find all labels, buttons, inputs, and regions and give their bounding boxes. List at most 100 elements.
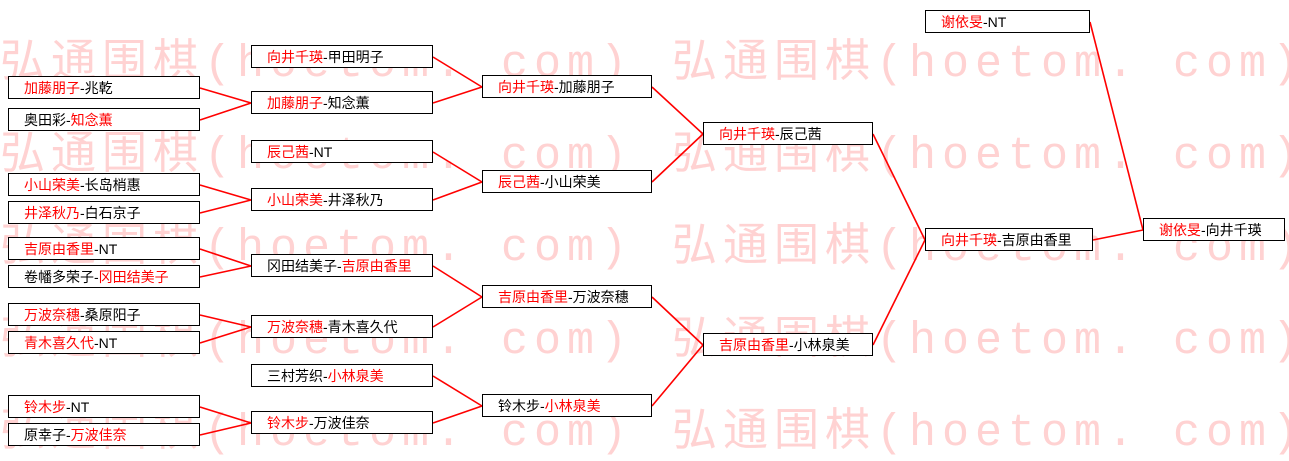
loser-name: 白石京子 xyxy=(84,204,141,221)
connector-line xyxy=(199,326,252,344)
watermark-text: 弘通围棋(hoetom. com) xyxy=(672,408,1289,459)
name-separator: - xyxy=(94,268,99,285)
connector-line xyxy=(432,375,483,407)
winner-name: 万波佳奈 xyxy=(70,426,127,443)
winner-name: 万波奈穗 xyxy=(267,318,323,335)
name-separator: - xyxy=(997,231,1002,248)
name-separator: - xyxy=(323,367,328,384)
loser-name: NT xyxy=(987,13,1007,30)
name-separator: - xyxy=(540,397,545,414)
connector-line xyxy=(199,406,252,424)
match-box-r1m7: 万波奈穗-桑原阳子 xyxy=(8,303,200,326)
loser-name: 铃木步 xyxy=(498,397,540,414)
match-box-r2m4: 小山荣美-井泽秋乃 xyxy=(251,188,433,211)
loser-name: 甲田明子 xyxy=(327,48,384,65)
name-separator: - xyxy=(775,125,780,142)
winner-name: 小林泉美 xyxy=(327,367,384,384)
loser-name: 青木喜久代 xyxy=(327,318,398,335)
loser-name: 卷幡多荣子 xyxy=(24,268,94,285)
name-separator: - xyxy=(80,306,85,323)
connector-line xyxy=(432,265,483,298)
loser-name: 原幸子 xyxy=(24,426,66,443)
winner-name: 小林泉美 xyxy=(544,397,601,414)
winner-name: 吉原由香里 xyxy=(498,288,568,305)
winner-name: 向井千瑛 xyxy=(941,231,997,248)
match-box-r3m1: 向井千瑛-加藤朋子 xyxy=(482,75,652,98)
winner-name: 吉原由香里 xyxy=(719,336,789,353)
match-box-r5m1: 向井千瑛-吉原由香里 xyxy=(925,228,1093,251)
loser-name: 长岛梢惠 xyxy=(84,176,141,193)
winner-name: 知念薫 xyxy=(70,111,113,128)
match-box-r2m7: 三村芳织-小林泉美 xyxy=(251,364,433,387)
loser-name: NT xyxy=(98,240,118,257)
connector-line xyxy=(199,102,252,121)
winner-name: 吉原由香里 xyxy=(24,240,94,257)
match-box-r1m1: 加藤朋子-兆乾 xyxy=(8,76,200,99)
name-separator: - xyxy=(80,204,85,221)
winner-name: 铃木步 xyxy=(24,398,66,415)
match-box-r2m3: 辰己茜-NT xyxy=(251,140,433,163)
name-separator: - xyxy=(309,143,314,160)
match-box-r3m2: 辰己茜-小山荣美 xyxy=(482,170,652,193)
connector-line xyxy=(872,133,926,241)
match-box-r2m5: 冈田结美子-吉原由香里 xyxy=(251,254,433,277)
connector-line xyxy=(432,181,483,201)
connector-line xyxy=(432,296,483,328)
match-box-holder: 谢依旻-NT xyxy=(925,10,1090,33)
winner-name: 谢依旻 xyxy=(941,13,983,30)
connector-line xyxy=(432,86,483,104)
connector-line xyxy=(651,344,704,407)
connector-line xyxy=(432,405,483,424)
name-separator: - xyxy=(1201,221,1206,238)
connector-line xyxy=(651,133,704,183)
loser-name: 小山荣美 xyxy=(544,173,601,190)
match-box-r3m3: 吉原由香里-万波奈穗 xyxy=(482,285,652,308)
name-separator: - xyxy=(337,257,342,274)
connector-line xyxy=(432,56,483,88)
winner-name: 铃木步 xyxy=(267,414,309,431)
connector-line xyxy=(651,296,704,346)
connector-line xyxy=(199,248,252,267)
name-separator: - xyxy=(66,426,71,443)
connector-line xyxy=(199,87,252,104)
loser-name: 三村芳织 xyxy=(267,367,323,384)
match-box-r4m1: 向井千瑛-辰己茜 xyxy=(703,122,873,145)
connector-line xyxy=(199,314,252,328)
winner-name: 小山荣美 xyxy=(24,176,80,193)
winner-name: 万波奈穗 xyxy=(24,306,80,323)
connector-line xyxy=(872,239,926,346)
winner-name: 向井千瑛 xyxy=(267,48,323,65)
loser-name: 知念薫 xyxy=(327,94,370,111)
loser-name: 冈田结美子 xyxy=(267,257,337,274)
match-box-r1m9: 铃木步-NT xyxy=(8,395,200,418)
name-separator: - xyxy=(789,336,794,353)
connector-line xyxy=(1089,21,1144,231)
loser-name: 辰己茜 xyxy=(779,125,822,142)
match-box-r4m2: 吉原由香里-小林泉美 xyxy=(703,333,873,356)
name-separator: - xyxy=(66,398,71,415)
loser-name: 桑原阳子 xyxy=(84,306,141,323)
match-box-r1m6: 卷幡多荣子-冈田结美子 xyxy=(8,265,200,288)
loser-name: 向井千瑛 xyxy=(1205,221,1262,238)
loser-name: 奥田彩 xyxy=(24,111,66,128)
name-separator: - xyxy=(80,79,85,96)
name-separator: - xyxy=(983,13,988,30)
winner-name: 谢依旻 xyxy=(1159,221,1201,238)
match-box-r1m4: 井泽秋乃-白石京子 xyxy=(8,201,200,224)
name-separator: - xyxy=(323,318,328,335)
match-box-r1m8: 青木喜久代-NT xyxy=(8,331,200,354)
winner-name: 小山荣美 xyxy=(267,191,323,208)
winner-name: 吉原由香里 xyxy=(341,257,412,274)
name-separator: - xyxy=(323,94,328,111)
loser-name: 小林泉美 xyxy=(793,336,850,353)
winner-name: 加藤朋子 xyxy=(267,94,323,111)
name-separator: - xyxy=(94,240,99,257)
name-separator: - xyxy=(323,48,328,65)
watermark-text: 弘通围棋(hoetom. com) xyxy=(672,39,1289,90)
loser-name: 加藤朋子 xyxy=(558,78,615,95)
connector-line xyxy=(432,151,483,183)
connector-line xyxy=(651,86,704,135)
match-box-r2m8: 铃木步-万波佳奈 xyxy=(251,411,433,434)
winner-name: 向井千瑛 xyxy=(719,125,775,142)
